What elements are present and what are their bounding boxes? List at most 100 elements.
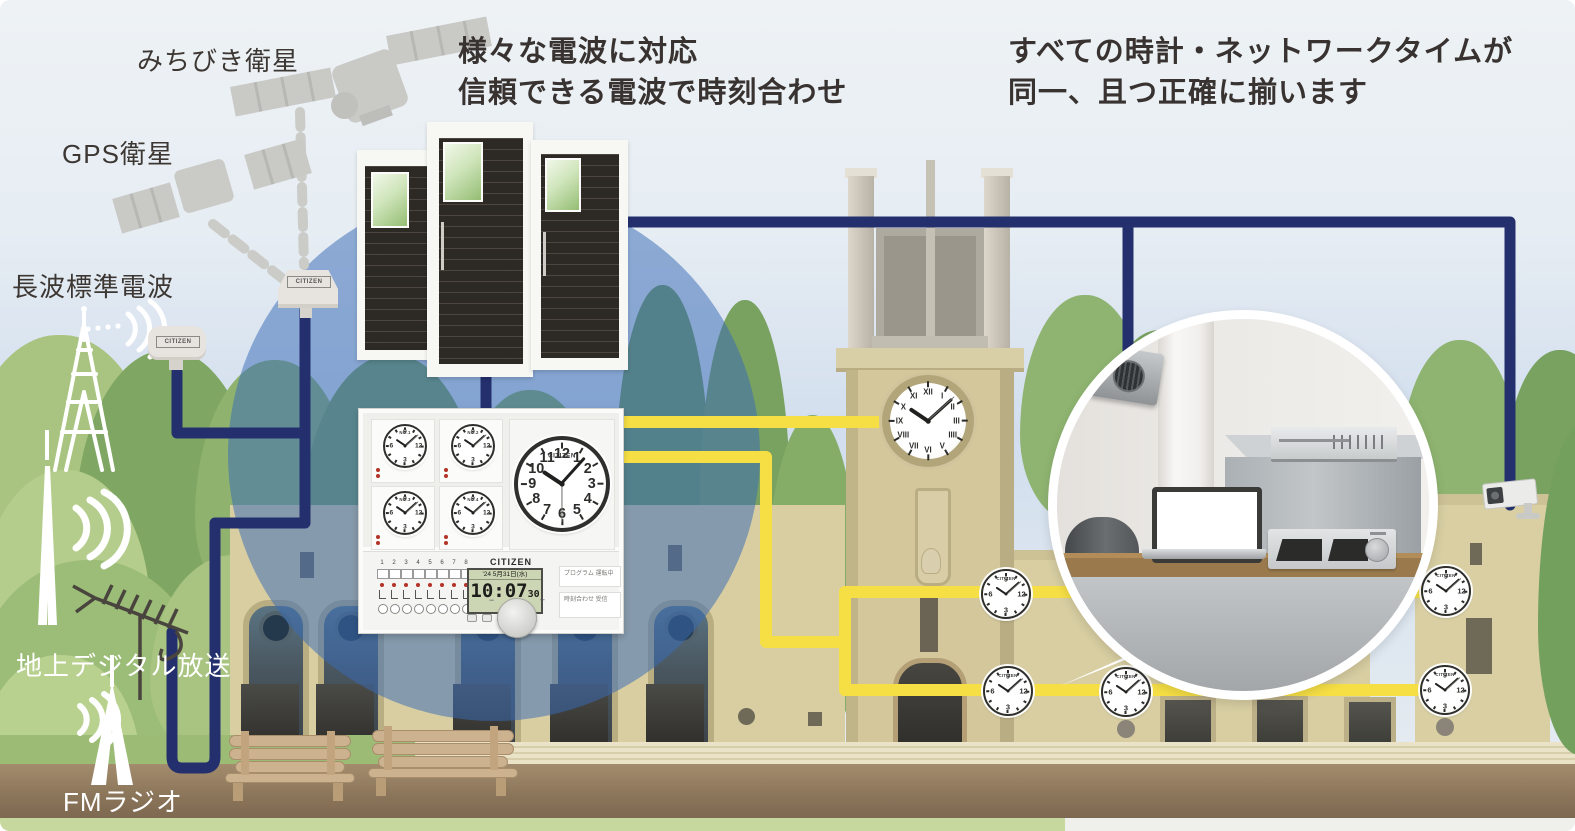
- bell-tower-pillar: [845, 168, 877, 178]
- clock-numeral: 12: [414, 442, 423, 450]
- longwave-tower: [53, 306, 115, 472]
- clock-numeral: 9: [471, 428, 475, 436]
- clock-numeral: X: [900, 402, 906, 412]
- channel-dial: [426, 604, 436, 614]
- clock-brand: CITIZEN: [1435, 673, 1455, 678]
- clock-brand: CITIZEN: [996, 577, 1016, 582]
- knob-minus-label: −: [489, 595, 495, 605]
- clock-tick: [472, 427, 474, 430]
- channel-hook: [403, 590, 410, 599]
- building-steps: [415, 742, 1575, 768]
- main-clock-cell: 123456789101112CITIZEN: [509, 419, 615, 550]
- server-rack-right: [531, 140, 628, 370]
- clock-tick: [472, 494, 474, 497]
- channel-dial: [414, 604, 424, 614]
- longwave-wave-icon: [85, 298, 168, 360]
- channel-hook: [379, 590, 386, 599]
- clock-numeral: 3: [1123, 703, 1129, 712]
- clock-numeral: IX: [895, 416, 904, 426]
- clock-numeral: 12: [1019, 686, 1028, 696]
- clock-brand: NO.4: [467, 498, 479, 503]
- bench-slat: [372, 743, 514, 755]
- channel-number: 8: [464, 560, 468, 566]
- bench-post: [384, 726, 392, 770]
- clock-numeral: 7: [543, 501, 552, 518]
- clock-center-cap: [559, 481, 565, 487]
- status-led: [376, 468, 380, 472]
- clock-numeral: 6: [389, 509, 394, 517]
- tower-door: [893, 658, 967, 756]
- bottom-grass-band: [0, 818, 1065, 831]
- status-led: [376, 535, 380, 539]
- clock-numeral: 12: [553, 446, 571, 463]
- channel-led: [404, 583, 408, 587]
- bell-tower-mast: [926, 160, 935, 350]
- status-led: [444, 468, 448, 472]
- bench-post: [327, 731, 335, 775]
- clock-brand: NO.1: [399, 431, 411, 436]
- clock-numeral: 9: [1005, 671, 1011, 680]
- clock-numeral: 9: [403, 428, 407, 436]
- clock-numeral: 6: [457, 509, 462, 517]
- master-clock-brand: CITIZEN: [490, 557, 532, 567]
- clock-mount-dot: [1117, 720, 1135, 738]
- clock-center-cap: [1443, 688, 1447, 692]
- headline-right-line2: 同一、且つ正確に揃います: [1008, 77, 1369, 109]
- clock-numeral: II: [950, 402, 955, 412]
- headline-left-line1: 様々な電波に対応: [458, 36, 699, 68]
- clock-center-cap: [1006, 689, 1010, 693]
- channel-led: [392, 583, 396, 587]
- program-panel: プログラム 運転中: [559, 566, 621, 587]
- channel-dial: [402, 604, 412, 614]
- clock-numeral: 6: [389, 442, 394, 450]
- park-bench: [368, 726, 518, 796]
- clock-numeral: IIII: [948, 430, 958, 440]
- clock-center-cap: [1444, 589, 1448, 593]
- clock-numeral: 5: [572, 501, 581, 518]
- clock-mount-dot: [1436, 718, 1454, 736]
- channel-button: [401, 569, 413, 579]
- channel-hook: [427, 590, 434, 599]
- satellite-beam: [208, 219, 297, 291]
- channel-button: [377, 569, 389, 579]
- bench-post: [241, 731, 249, 775]
- bench-leg: [496, 770, 506, 796]
- clock-tick: [404, 427, 406, 430]
- tower-bell: [921, 548, 941, 574]
- bell-tower-pillar: [981, 168, 1013, 178]
- channel-dial: [390, 604, 400, 614]
- clock-numeral: 3: [1443, 602, 1449, 611]
- channel-button: [425, 569, 437, 579]
- bench-post: [490, 726, 498, 770]
- office-inset-bubble: [1048, 310, 1438, 700]
- clock-center-cap: [403, 444, 407, 448]
- clock-numeral: 9: [1442, 670, 1448, 679]
- headline-right: すべての時計・ネットワークタイムが 同一、且つ正確に揃います: [1008, 32, 1513, 114]
- bench-slat: [378, 756, 508, 768]
- clock-numeral: 3: [403, 456, 407, 464]
- clock-numeral: 10: [528, 461, 545, 478]
- master-main-clock: 123456789101112CITIZEN: [514, 436, 610, 532]
- channel-hook: [451, 590, 458, 599]
- bench-leg: [376, 770, 386, 796]
- channel-led: [464, 583, 468, 587]
- headline-right-line1: すべての時計・ネットワークタイムが: [1008, 36, 1514, 68]
- clock-brand: CITIZEN: [1436, 574, 1456, 579]
- clock-numeral: 6: [457, 442, 462, 450]
- bell-tower-pillar: [848, 176, 874, 352]
- status-led: [444, 535, 448, 539]
- clock-numeral: 2: [583, 461, 592, 478]
- status-led: [376, 474, 380, 478]
- channel-number: 2: [392, 560, 396, 566]
- channel-number: 6: [440, 560, 444, 566]
